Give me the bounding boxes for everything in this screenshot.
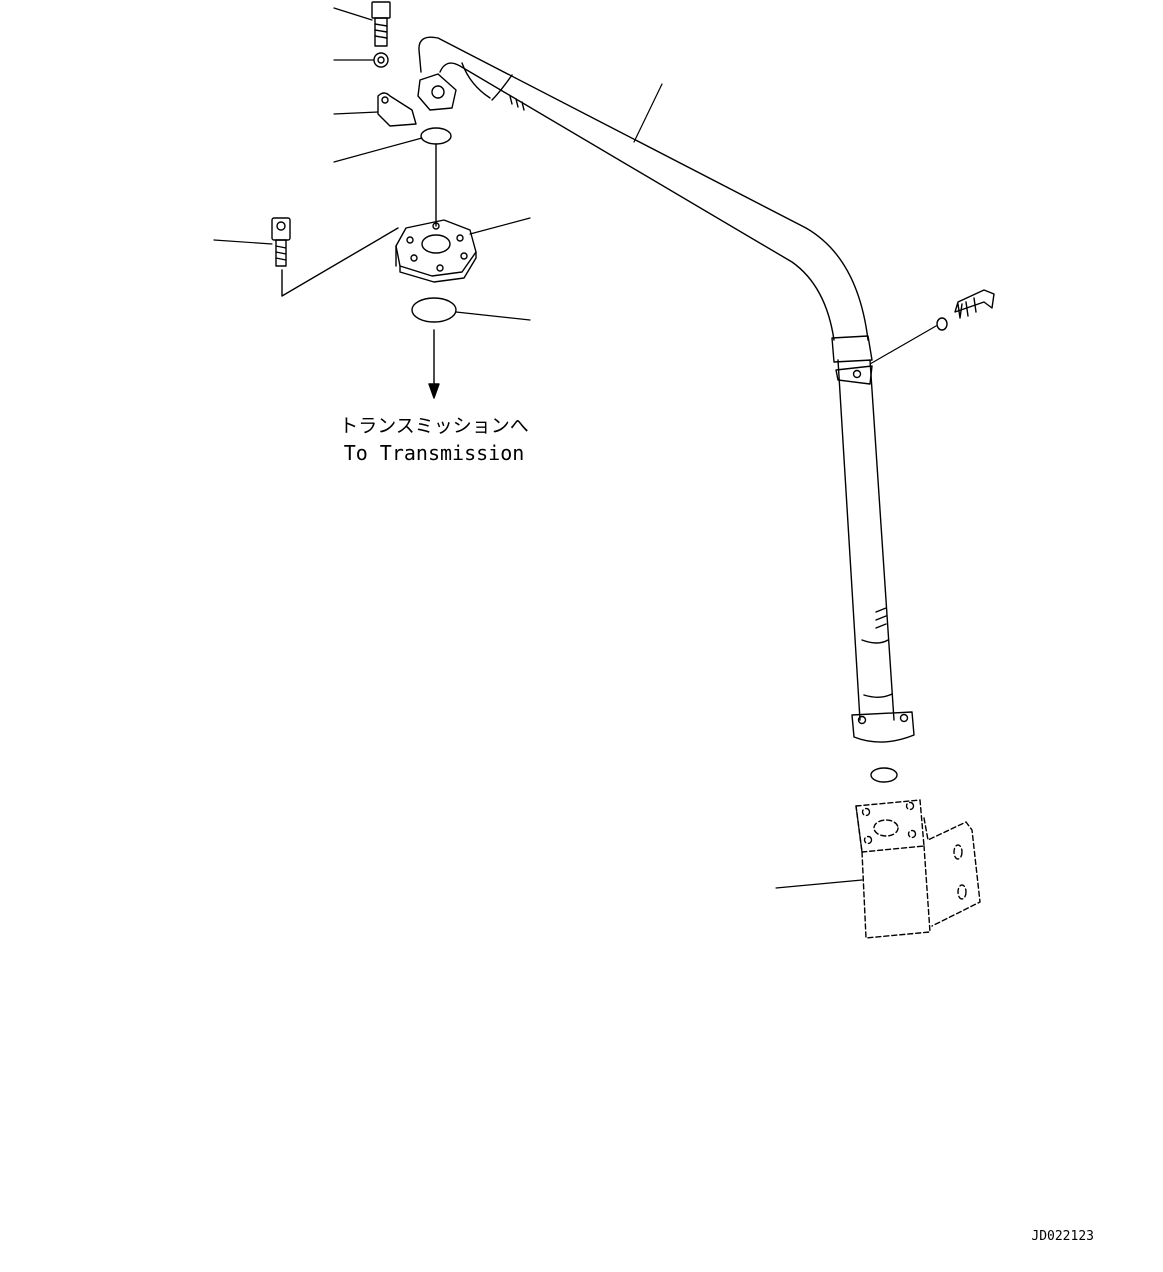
leader-lines: [213, 7, 937, 889]
lock-washer: [373, 52, 389, 68]
destination-label-jp: トランスミッションへ: [339, 415, 529, 437]
flange-block: [395, 219, 477, 283]
socket-bolt: [271, 217, 291, 267]
assembly-line-bolt: [281, 227, 399, 297]
direction-arrow: [428, 329, 440, 399]
destination-label-en: To Transmission: [344, 441, 525, 465]
main-pipe: [418, 36, 915, 743]
bolt-top: [371, 1, 391, 47]
split-flange-half: [377, 92, 417, 127]
mounting-block: [855, 799, 981, 939]
o-ring-small: [420, 127, 452, 145]
elbow-fitting: [417, 73, 457, 111]
drawing-code: JD022123: [1031, 1229, 1094, 1244]
bolt-right: [936, 289, 995, 331]
o-ring-bottom: [870, 767, 898, 783]
o-ring-large: [411, 297, 457, 323]
